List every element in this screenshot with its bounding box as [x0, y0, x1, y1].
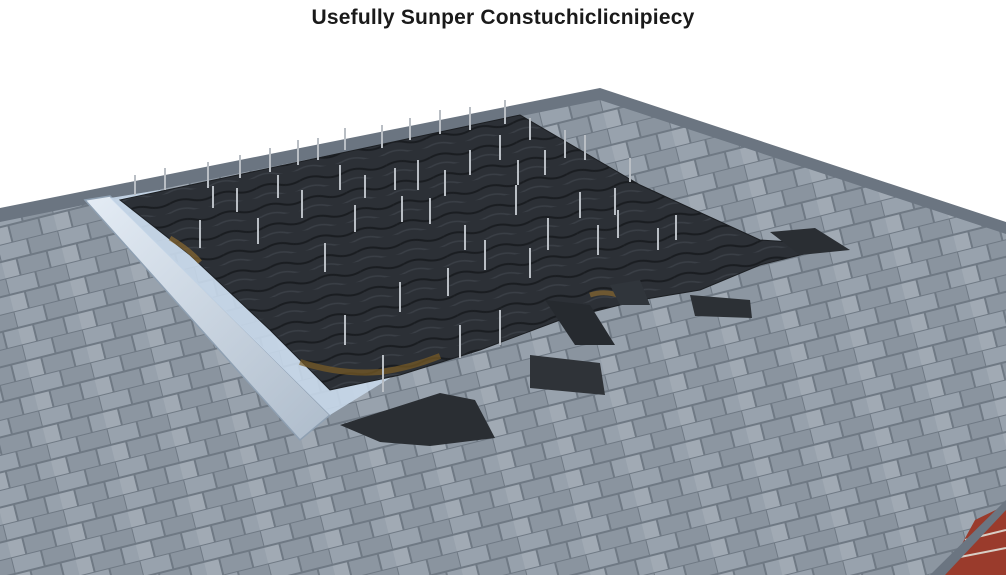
- loose-shingle: [530, 355, 605, 395]
- scorch-mark: [168, 235, 202, 264]
- image-title: Usefully Sunper Constuchiclicnipiecy: [311, 6, 695, 29]
- left-roof-section: [0, 205, 300, 575]
- scorch-mark: [299, 353, 442, 376]
- loose-shingle: [340, 393, 495, 446]
- loose-shingle: [610, 280, 650, 305]
- loose-shingle: [690, 295, 752, 318]
- ridge-trim: [0, 88, 1006, 234]
- brick-chimney: [930, 500, 1006, 575]
- loose-shingle: [770, 228, 850, 255]
- loose-shingle: [545, 300, 615, 345]
- nails: [134, 100, 677, 392]
